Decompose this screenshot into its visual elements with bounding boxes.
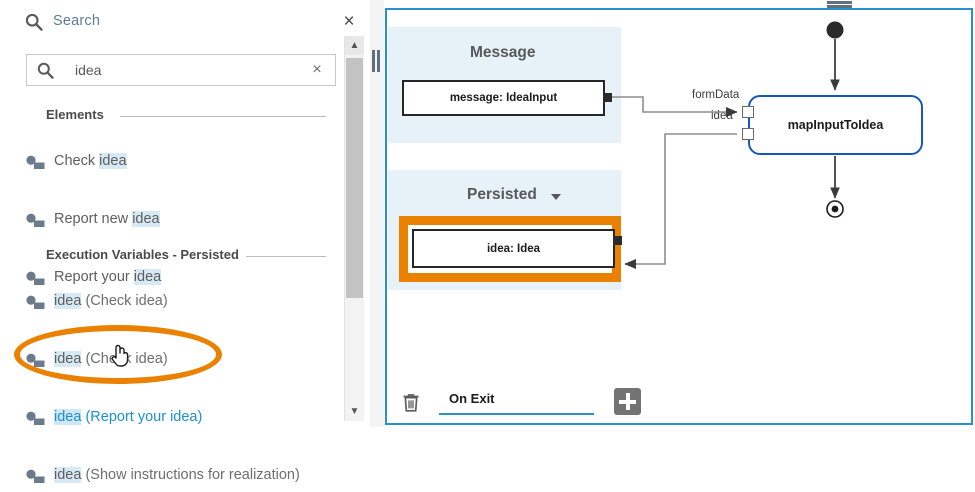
pin-idea-idea[interactable]: idea: Idea — [412, 229, 615, 268]
search-icon — [25, 13, 43, 31]
list-item[interactable]: idea (Check idea) — [0, 347, 340, 376]
tab-on-exit[interactable]: On Exit — [439, 389, 594, 415]
input-port-formdata[interactable] — [742, 106, 754, 118]
list-item-label: Report your idea — [54, 269, 162, 285]
diagram-connectors — [612, 21, 844, 270]
list-item-label: idea (Show instructions for realization) — [54, 467, 300, 483]
chevron-down-icon[interactable] — [551, 194, 561, 200]
input-port-idea[interactable] — [742, 128, 754, 140]
list-item-label: Check idea — [54, 153, 127, 169]
message-band-title: Message — [470, 44, 536, 61]
user-task-icon — [25, 469, 46, 485]
user-task-icon — [25, 353, 46, 369]
search-panel: Search × idea × Elements Check idea — [0, 0, 372, 483]
close-icon[interactable]: × — [343, 11, 355, 32]
group-header: Elements — [0, 105, 340, 127]
scrollbar-thumb[interactable] — [346, 58, 363, 298]
pin-label: message: IdeaInput — [449, 92, 558, 104]
search-icon — [37, 62, 54, 79]
search-input-value: idea — [75, 62, 102, 78]
divider — [120, 116, 326, 117]
list-item-label: idea (Report your idea) — [54, 409, 203, 425]
search-panel-title: Search — [53, 13, 101, 29]
search-input[interactable]: idea × — [26, 54, 336, 86]
pin-label: idea: Idea — [486, 242, 541, 255]
node-label: mapInputToIdea — [787, 118, 884, 132]
list-item[interactable]: Report new idea — [0, 207, 340, 236]
persisted-band-title: Persisted — [467, 186, 537, 203]
edge-label-formdata: formData — [692, 89, 740, 101]
list-item[interactable]: Report your idea — [0, 265, 340, 294]
scroll-up-icon[interactable]: ▲ — [345, 36, 364, 55]
plus-icon — [625, 393, 630, 410]
group-title: Execution Variables - Persisted — [46, 247, 239, 262]
list-item-label: Report new idea — [54, 211, 160, 227]
scroll-down-icon[interactable]: ▼ — [345, 402, 364, 421]
result-group-elements: Elements Check idea Report new idea — [0, 105, 340, 285]
user-task-icon — [25, 271, 46, 287]
diagram-bottom-toolbar: On Exit — [387, 383, 971, 423]
splitter-grip-icon[interactable] — [372, 50, 381, 72]
trash-icon[interactable] — [401, 392, 421, 413]
user-task-icon — [25, 411, 46, 427]
list-item[interactable]: idea (Check idea) — [0, 289, 340, 318]
tab-label: On Exit — [449, 391, 495, 406]
user-task-icon — [25, 213, 46, 229]
list-item-label: idea (Check idea) — [54, 351, 168, 367]
activity-node-mapinputtoidea[interactable]: mapInputToIdea — [748, 95, 923, 155]
results-scrollbar[interactable]: ▲ ▼ — [344, 36, 364, 421]
group-title: Elements — [46, 107, 104, 122]
search-panel-header: Search × — [0, 0, 372, 44]
result-group-execution-variables: Execution Variables - Persisted idea (Ch… — [0, 245, 340, 483]
pin-message-ideainput[interactable]: message: IdeaInput — [402, 80, 605, 116]
group-header: Execution Variables - Persisted — [0, 245, 340, 267]
diagram-panel: Message message: IdeaInput Persisted ide… — [385, 10, 973, 425]
list-item[interactable]: idea (Show instructions for realization) — [0, 463, 340, 492]
clear-search-icon[interactable]: × — [312, 61, 322, 78]
add-button[interactable] — [614, 388, 641, 415]
divider — [246, 256, 326, 257]
list-item[interactable]: Check idea — [0, 149, 340, 178]
horizontal-splitter-grip-icon[interactable] — [827, 0, 852, 10]
tab-active-underline — [439, 412, 594, 415]
list-item-label: idea (Check idea) — [54, 293, 168, 309]
output-port[interactable] — [603, 93, 612, 102]
output-port[interactable] — [613, 236, 622, 245]
user-task-icon — [25, 155, 46, 171]
panel-splitter[interactable] — [370, 0, 384, 427]
user-task-icon — [25, 295, 46, 311]
list-item-selected[interactable]: idea (Report your idea) — [0, 405, 340, 434]
start-node — [826, 21, 844, 39]
